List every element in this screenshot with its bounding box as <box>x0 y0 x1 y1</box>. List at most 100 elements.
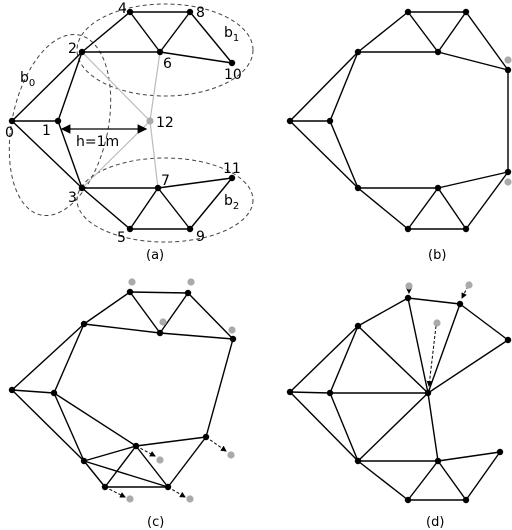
node-gray <box>126 495 134 503</box>
node-label-8: 8 <box>196 5 205 21</box>
nodes-b <box>286 8 512 233</box>
node-gray <box>504 56 512 64</box>
node <box>164 483 172 491</box>
nodes-a <box>8 8 236 233</box>
node-label-5: 5 <box>117 230 126 246</box>
node <box>101 483 109 491</box>
caption-b: (b) <box>428 248 446 263</box>
node <box>404 8 412 16</box>
caption-a: (a) <box>146 248 164 263</box>
node <box>496 448 504 456</box>
node-gray <box>228 326 236 334</box>
panel-d: (d) <box>286 281 512 530</box>
node-label-6: 6 <box>163 56 172 72</box>
node <box>462 496 470 504</box>
node-gray <box>465 281 473 289</box>
node <box>326 389 334 397</box>
node <box>434 457 442 465</box>
panel-c: (c) <box>8 278 237 530</box>
region-b2 <box>76 157 254 243</box>
nodes-d <box>286 281 512 504</box>
node-gray <box>128 278 136 286</box>
edges-b <box>289 11 509 230</box>
node <box>456 300 464 308</box>
node-label-10: 10 <box>224 67 242 83</box>
node-9 <box>186 225 194 233</box>
node <box>504 168 512 176</box>
nodes-c <box>8 278 237 503</box>
node <box>462 8 470 16</box>
node-gray <box>227 451 235 459</box>
node <box>404 294 412 302</box>
node <box>326 117 334 125</box>
node <box>184 289 192 297</box>
node-gray <box>159 318 167 326</box>
node <box>156 329 164 337</box>
node-12 <box>146 117 154 125</box>
distance-label: h=1m <box>76 134 119 150</box>
node-3 <box>78 184 86 192</box>
node <box>229 335 237 343</box>
node <box>126 288 134 296</box>
panel-b: (b) <box>286 8 512 263</box>
node-10 <box>228 59 236 67</box>
node-label-7: 7 <box>161 173 170 189</box>
node-gray <box>405 282 413 290</box>
node <box>202 433 210 441</box>
node-11 <box>228 174 236 182</box>
node-4 <box>126 8 134 16</box>
node <box>354 48 362 56</box>
node <box>504 66 512 74</box>
node-5 <box>126 225 134 233</box>
edges-a <box>11 11 233 230</box>
dashed-moves-c <box>104 436 227 498</box>
node <box>286 117 294 125</box>
node <box>354 457 362 465</box>
panel-a: 0 1 2 3 4 5 6 7 8 9 10 11 12 b0 b1 b2 h=… <box>5 1 254 263</box>
node-label-11: 11 <box>223 161 241 177</box>
node <box>504 336 512 344</box>
node-label-1: 1 <box>42 123 51 139</box>
edges-c <box>11 291 234 488</box>
region-b0 <box>8 33 112 217</box>
region-label-b2: b2 <box>224 193 239 212</box>
node-8 <box>186 8 194 16</box>
caption-d: (d) <box>426 515 444 530</box>
node-label-3: 3 <box>68 190 77 206</box>
node-6 <box>156 48 164 56</box>
node <box>80 457 88 465</box>
node-gray <box>187 278 195 286</box>
region-b1 <box>76 3 254 97</box>
node-gray <box>156 456 164 464</box>
node <box>434 48 442 56</box>
node <box>424 389 432 397</box>
node-gray <box>433 319 441 327</box>
node-labels-a: 0 1 2 3 4 5 6 7 8 9 10 11 12 <box>5 1 242 246</box>
node-7 <box>154 184 162 192</box>
node <box>404 225 412 233</box>
node <box>434 184 442 192</box>
node-2 <box>78 48 86 56</box>
node-1 <box>54 117 62 125</box>
node-label-9: 9 <box>196 229 205 245</box>
node-gray <box>186 495 194 503</box>
node <box>404 496 412 504</box>
region-label-b1: b1 <box>224 25 239 44</box>
node-gray <box>504 178 512 186</box>
node <box>50 389 58 397</box>
node <box>8 386 16 394</box>
node-label-2: 2 <box>68 41 77 57</box>
edges-d <box>289 297 509 501</box>
node <box>462 225 470 233</box>
node <box>132 442 140 450</box>
node-label-4: 4 <box>118 1 127 17</box>
node-label-0: 0 <box>5 125 14 141</box>
node <box>354 184 362 192</box>
node-label-12: 12 <box>156 115 174 131</box>
node-0 <box>8 117 16 125</box>
region-label-b0: b0 <box>20 70 35 89</box>
node <box>80 320 88 328</box>
node <box>354 322 362 330</box>
caption-c: (c) <box>147 515 164 530</box>
